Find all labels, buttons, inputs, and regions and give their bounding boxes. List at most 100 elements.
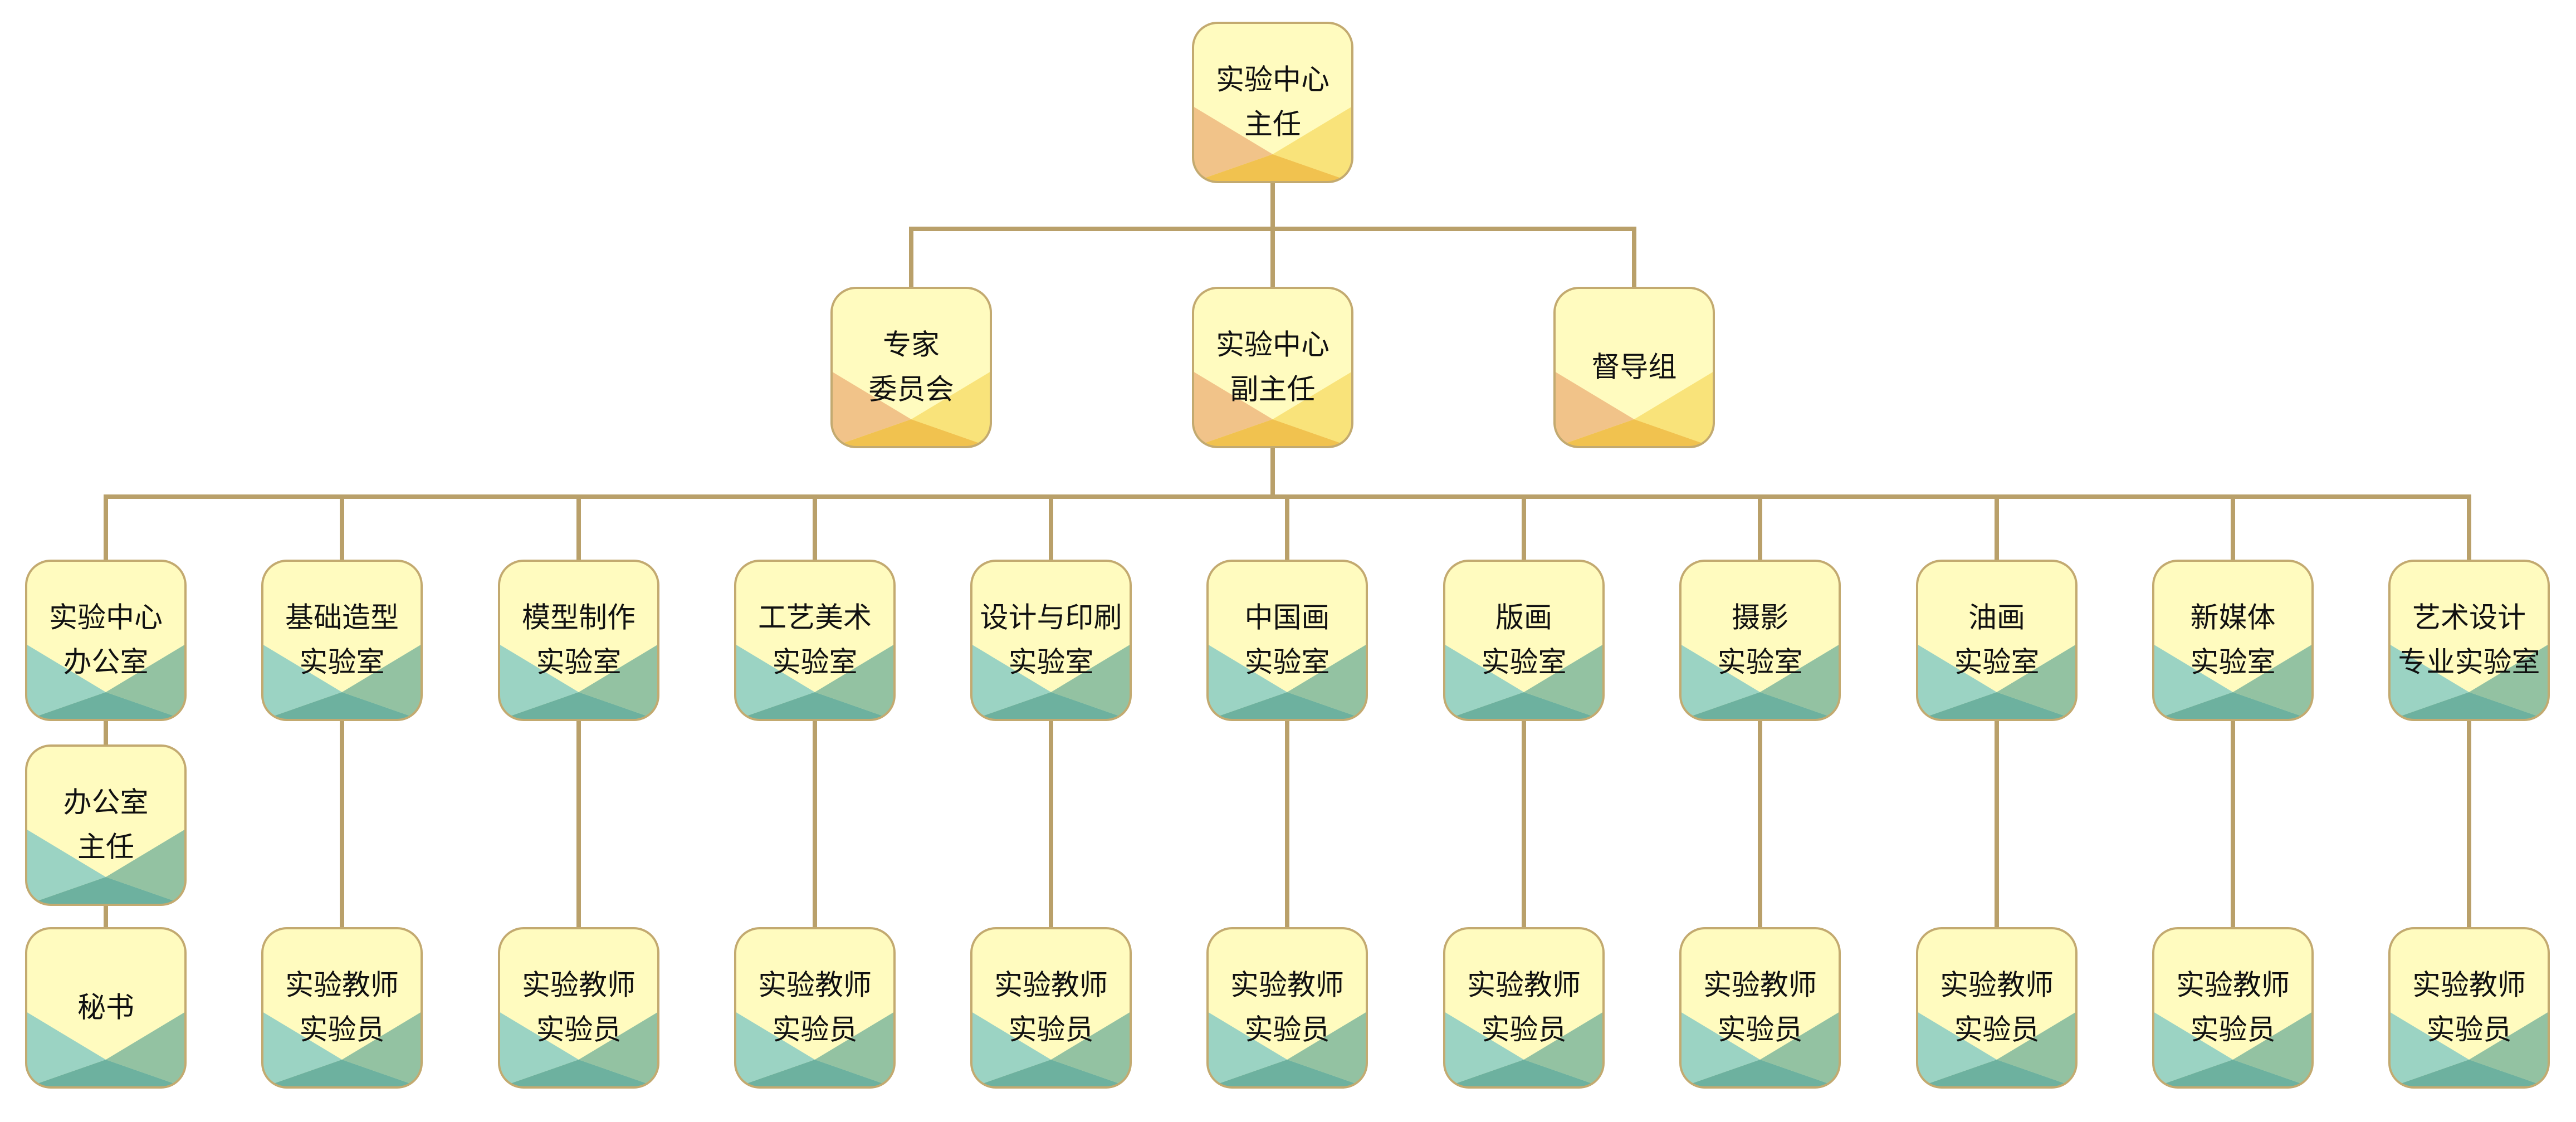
node-panel-right xyxy=(1287,644,1367,720)
node-fill xyxy=(2389,928,2549,1087)
node-panel-bottom xyxy=(1444,1060,1604,1087)
node-panel-left xyxy=(262,644,342,720)
node-label-line: 实验教师 xyxy=(522,969,636,1002)
node-panel-bottom xyxy=(735,1060,894,1087)
node-label-line: 实验室 xyxy=(1481,646,1566,679)
node-fill xyxy=(735,928,894,1087)
node-label-line: 实验室 xyxy=(536,646,621,679)
node-fill xyxy=(1208,561,1367,720)
node-fill xyxy=(971,928,1131,1087)
node-panel-bottom xyxy=(971,692,1131,720)
node-fill xyxy=(1193,288,1352,447)
node-label-line: 副主任 xyxy=(1230,374,1315,406)
node-label-line: 实验员 xyxy=(2426,1014,2511,1047)
node-label-line: 实验员 xyxy=(2190,1014,2275,1047)
node-panel-bottom xyxy=(26,877,185,905)
node-panel-left xyxy=(499,644,579,720)
node-label-line: 委员会 xyxy=(868,374,954,406)
node-secretary[interactable]: 秘书 xyxy=(25,927,187,1089)
node-panel-right xyxy=(1287,1012,1367,1087)
node-label-line: 实验室 xyxy=(1954,646,2039,679)
node-border xyxy=(1206,560,1368,721)
node-label-line: 实验室 xyxy=(1008,646,1093,679)
node-label-line: 实验教师 xyxy=(994,969,1108,1002)
node-panel-left xyxy=(1444,644,1524,720)
node-fill xyxy=(1444,561,1604,720)
node-panel-right xyxy=(815,644,894,720)
node-supervision-group[interactable]: 督导组 xyxy=(1553,287,1715,448)
node-label-line: 油画 xyxy=(1968,602,2025,635)
node-panel-right xyxy=(1273,106,1352,182)
node-panel-right xyxy=(1524,1012,1604,1087)
node-panel-left xyxy=(1680,1012,1760,1087)
node-panel-right xyxy=(1997,644,2076,720)
node-panel-right xyxy=(2469,644,2549,720)
node-panel-right xyxy=(2233,644,2313,720)
node-panel-left xyxy=(2389,1012,2469,1087)
node-fill xyxy=(262,561,422,720)
node-label-line: 模型制作 xyxy=(522,602,636,635)
node-panel-right xyxy=(1524,644,1604,720)
node-label-line: 秘书 xyxy=(77,992,134,1025)
node-border xyxy=(498,927,659,1089)
node-border xyxy=(1679,927,1841,1089)
node-panel-bottom xyxy=(26,692,185,720)
node-panel-left xyxy=(1193,371,1273,447)
node-panel-left xyxy=(1444,1012,1524,1087)
node-fill xyxy=(262,928,422,1087)
node-panel-left xyxy=(1680,644,1760,720)
node-label-line: 新媒体 xyxy=(2190,602,2275,635)
node-border xyxy=(261,560,423,721)
node-panel-right xyxy=(815,1012,894,1087)
node-border xyxy=(1916,927,2078,1089)
node-label-line: 实验教师 xyxy=(758,969,872,1002)
node-panel-bottom xyxy=(1555,419,1714,447)
node-panel-right xyxy=(106,1012,185,1087)
node-fill xyxy=(1444,928,1604,1087)
node-panel-right xyxy=(2233,1012,2313,1087)
node-panel-left xyxy=(1208,644,1287,720)
node-border xyxy=(1192,287,1353,448)
node-fill xyxy=(1680,928,1840,1087)
node-label-line: 实验中心 xyxy=(1216,64,1329,97)
node-label-line: 基础造型 xyxy=(285,602,399,635)
org-nodes: 实验中心主任专家委员会实验中心副主任督导组实验中心办公室办公室主任秘书基础造型实… xyxy=(25,22,2550,1089)
node-panel-right xyxy=(1273,371,1352,447)
node-fill xyxy=(735,561,894,720)
node-label-line: 实验员 xyxy=(772,1014,857,1047)
node-panel-bottom xyxy=(262,1060,422,1087)
node-panel-right xyxy=(342,1012,422,1087)
node-label-line: 艺术设计 xyxy=(2412,602,2526,635)
node-fill xyxy=(2389,561,2549,720)
node-label-line: 实验教师 xyxy=(1940,969,2054,1002)
node-border xyxy=(1192,22,1353,183)
node-label-line: 实验员 xyxy=(1008,1014,1093,1047)
node-fill xyxy=(1555,288,1714,447)
node-panel-left xyxy=(1555,371,1634,447)
